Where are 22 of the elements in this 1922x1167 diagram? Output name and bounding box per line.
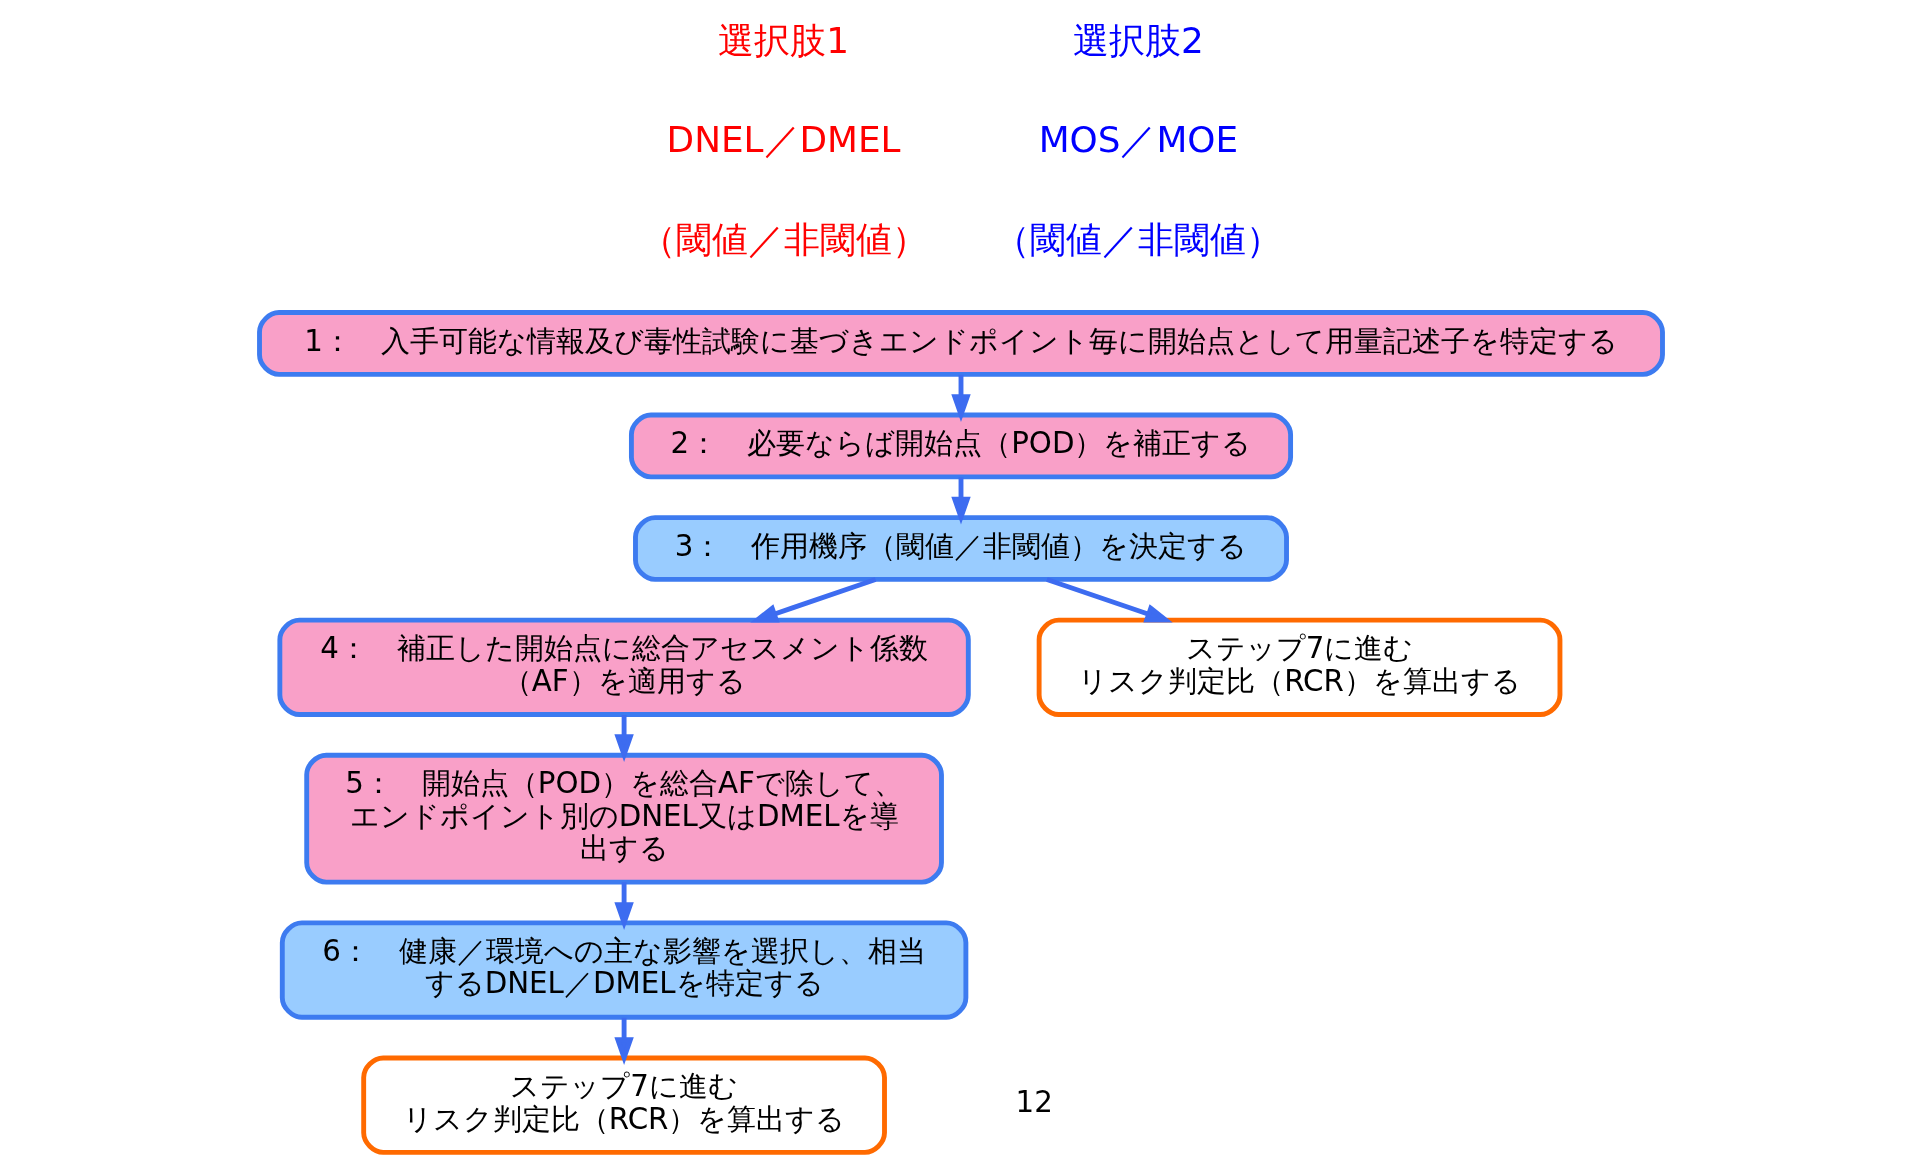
node-box: ステップ7に進む リスク判定比（RCR）を算出する: [361, 1055, 887, 1155]
arrow: [1046, 577, 1173, 623]
node-box: 2： 必要ならば開始点（POD）を補正する: [628, 412, 1294, 480]
arrow: [614, 1017, 634, 1066]
node-box: 6： 健康／環境への主な影響を選択し、相当するDNEL／DMELを特定する: [279, 920, 969, 1020]
arrow: [951, 477, 971, 525]
label: 選択肢1: [718, 20, 849, 62]
arrow: [614, 882, 634, 930]
label: DNEL／DMEL: [666, 119, 901, 161]
label: 12: [1015, 1085, 1053, 1120]
node-box: 3： 作用機序（閾値／非閾値）を決定する: [633, 515, 1289, 582]
label: （閾値／非閾値）: [994, 218, 1283, 260]
node-box: 5： 開始点（POD）を総合AFで除して、エンドポイント別のDNEL又はDMELを導出する: [304, 752, 944, 885]
arrow: [951, 374, 971, 422]
label: （閾値／非閾値）: [639, 218, 928, 260]
arrow: [614, 715, 634, 763]
node-box: 1： 入手可能な情報及び毒性試験に基づきエンドポイント毎に開始点として用量記述子を特定する: [257, 310, 1665, 377]
node-box: ステップ7に進む リスク判定比（RCR）を算出する: [1036, 617, 1563, 717]
node-box: 4： 補正した開始点に総合アセスメント係数（AF）を適用する: [277, 617, 971, 717]
arrow: [750, 577, 877, 623]
label: 選択肢2: [1073, 20, 1204, 62]
label: MOS／MOE: [1038, 119, 1239, 161]
